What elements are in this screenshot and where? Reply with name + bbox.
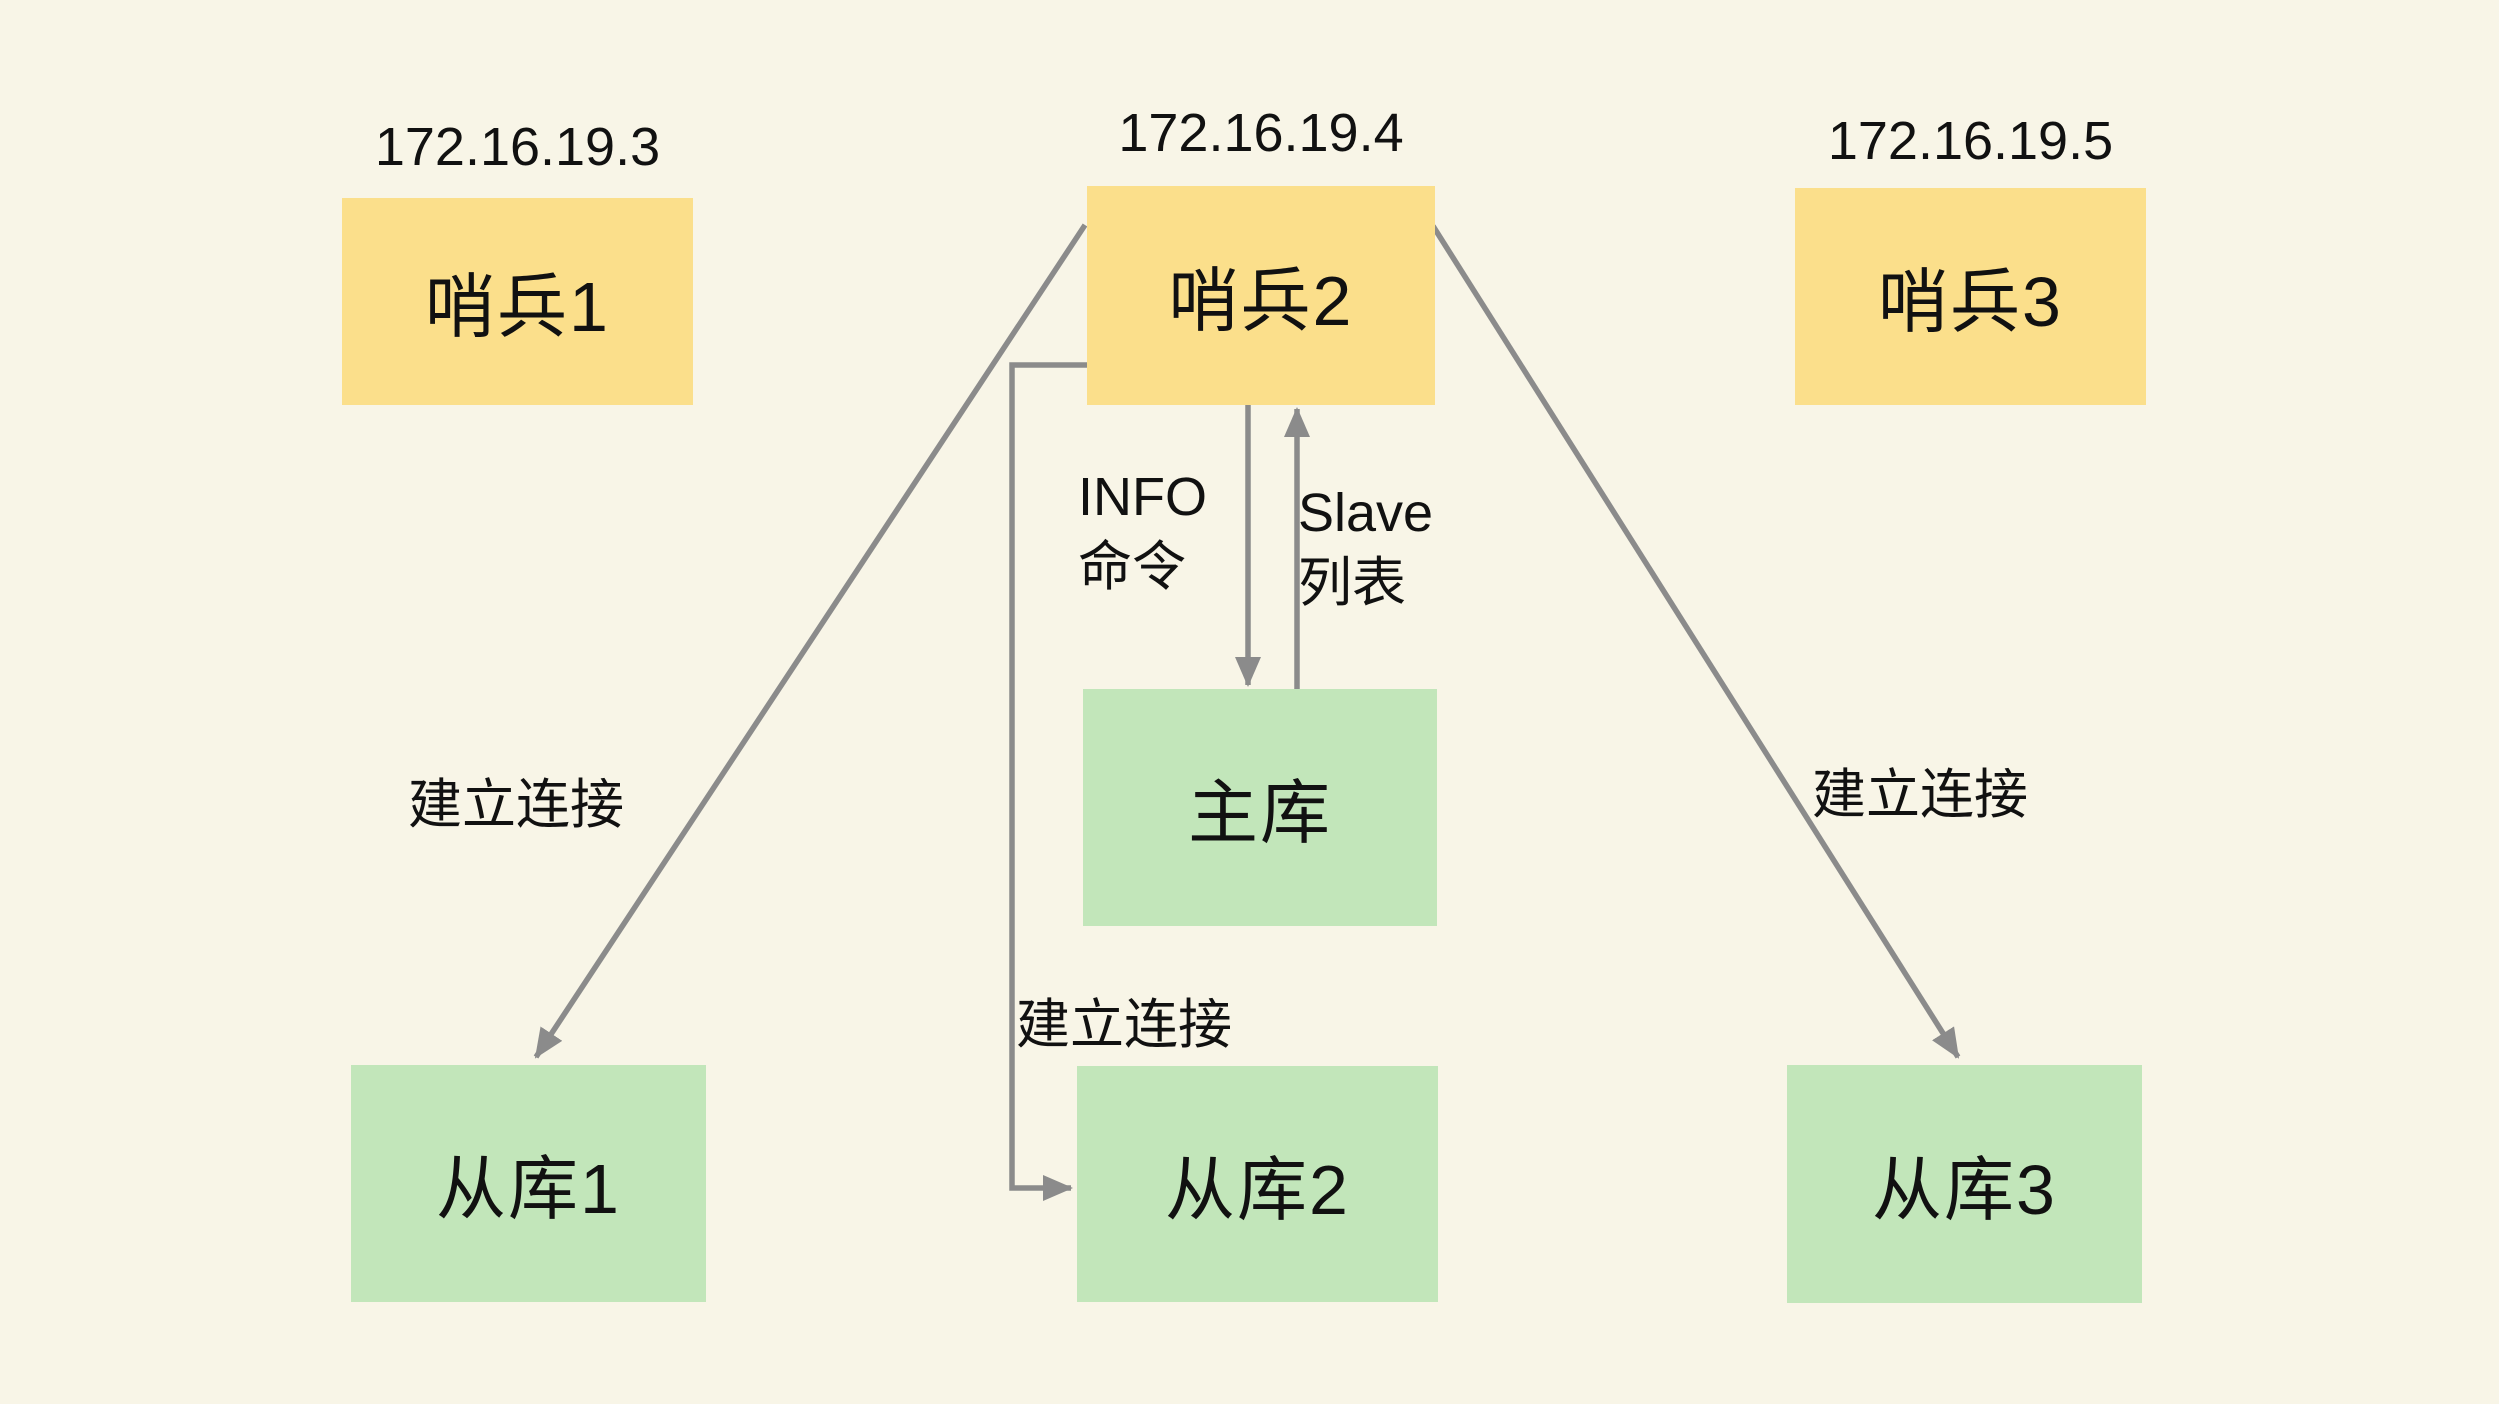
sentinel2-box: 哨兵2 (1087, 186, 1435, 405)
label-slave-list: Slave 列表 (1298, 478, 1433, 618)
sentinel3-ip: 172.16.19.5 (1827, 111, 2114, 171)
slave1-db-label: 从库1 (436, 1150, 621, 1228)
slave3-db-label: 从库3 (1872, 1150, 2057, 1229)
sentinel2-ip: 172.16.19.4 (1118, 103, 1404, 163)
label-info-command-line1: INFO (1078, 467, 1207, 527)
master-db-label: 主库 (1188, 774, 1332, 852)
slave3-db-box: 从库3 (1787, 1065, 2142, 1303)
label-slave-list-line1: Slave (1298, 483, 1434, 543)
sentinel3-label: 哨兵3 (1878, 263, 2063, 341)
label-connect-left: 建立连接 (408, 775, 624, 835)
label-slave-list-line2: 列表 (1298, 553, 1406, 614)
label-connect-middle: 建立连接 (1016, 995, 1232, 1055)
slave2-db-box: 从库2 (1077, 1066, 1438, 1302)
sentinel3-box: 哨兵3 (1795, 188, 2146, 405)
sentinel1-ip: 172.16.19.3 (374, 117, 661, 177)
label-info-command: INFO 命令 (1078, 462, 1207, 602)
sentinel2-label: 哨兵2 (1168, 262, 1354, 340)
slave2-db-label: 从库2 (1165, 1150, 1350, 1229)
label-info-command-line2: 命令 (1078, 537, 1186, 598)
label-connect-right: 建立连接 (1812, 765, 2028, 825)
master-db-box: 主库 (1083, 689, 1437, 926)
slave1-db-box: 从库1 (351, 1065, 706, 1302)
sentinel1-box: 哨兵1 (342, 198, 693, 405)
sentinel1-label: 哨兵1 (425, 268, 610, 346)
arrow-sentinel2-to-slave2 (1009, 362, 1087, 1201)
